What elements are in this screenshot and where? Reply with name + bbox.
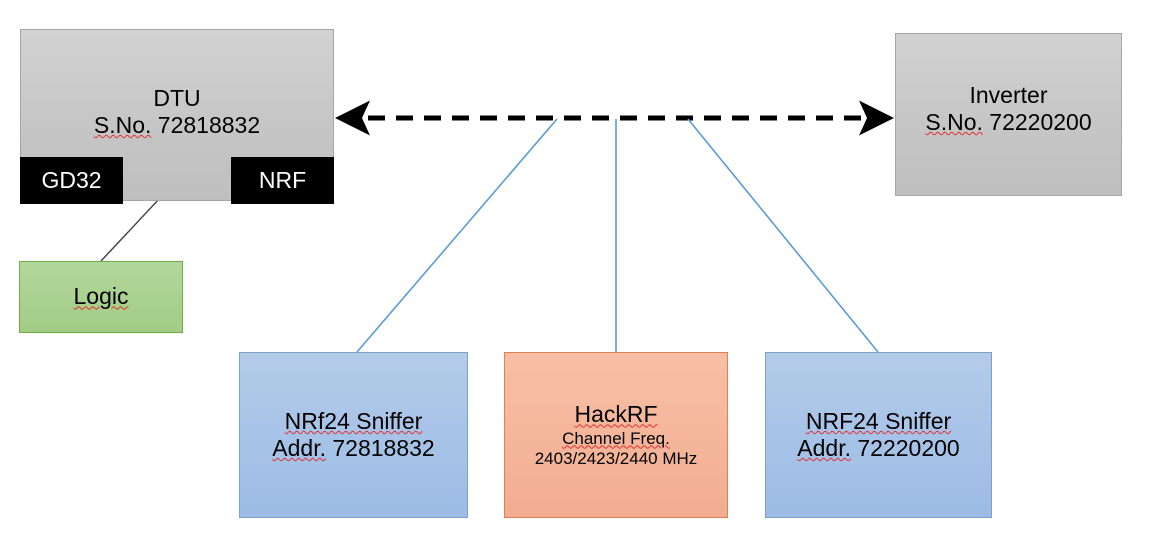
gd32-node[interactable]: GD32 — [20, 157, 123, 204]
hackrf-title-text: HackRF — [574, 401, 658, 428]
logic-node[interactable]: Logic — [19, 261, 183, 333]
inverter-node[interactable]: Inverter S.No. 72220200 — [895, 33, 1122, 196]
hackrf-title: HackRF — [574, 401, 657, 428]
sniffer-right-addr-value: 72220200 — [857, 435, 960, 461]
sniffer-right-addr: Addr. 72220200 — [797, 435, 959, 462]
logic-label: Logic — [74, 283, 129, 310]
hackrf-frequencies: 2403/2423/2440 MHz — [534, 448, 698, 468]
sniffer-left-addr-label: Addr. — [272, 435, 326, 461]
sniffer-left-addr-value: 72818832 — [332, 435, 435, 461]
inverter-serial-label: S.No. — [925, 109, 983, 136]
dtu-serial: S.No. 72818832 — [94, 112, 260, 139]
sniffer-right-title-text: NRF24 Sniffer — [805, 407, 952, 434]
inverter-title: Inverter — [969, 82, 1048, 108]
logic-label-text: Logic — [73, 283, 129, 310]
sniffer-left-node[interactable]: NRf24 Sniffer Addr. 72818832 — [239, 352, 468, 518]
sniffer-left-title-text: NRf24 Sniffer — [284, 407, 423, 434]
nrf-label: NRF — [258, 166, 307, 193]
dtu-title: DTU — [153, 85, 201, 111]
hackrf-sub-label: Channel Freq. — [562, 429, 670, 449]
sniffer-left-title: NRf24 Sniffer — [285, 408, 423, 435]
hackrf-sub-label-text: Channel Freq. — [562, 428, 670, 448]
nrf-node[interactable]: NRF — [231, 157, 334, 204]
gd32-label: GD32 — [41, 166, 102, 193]
sniffer-right-addr-label: Addr. — [797, 435, 851, 461]
sniffer-right-title: NRF24 Sniffer — [806, 408, 951, 435]
sniffer-right-node[interactable]: NRF24 Sniffer Addr. 72220200 — [765, 352, 992, 518]
sniffer-left-addr: Addr. 72818832 — [272, 435, 434, 462]
inverter-serial: S.No. 72220200 — [925, 109, 1091, 136]
dtu-serial-label: S.No. — [93, 112, 152, 139]
sniffer-right-tap-line — [687, 118, 879, 353]
sniffer-left-tap-line — [356, 118, 558, 353]
hackrf-node[interactable]: HackRF Channel Freq. 2403/2423/2440 MHz — [504, 352, 728, 518]
inverter-serial-number: 72220200 — [989, 109, 1092, 136]
dtu-serial-number: 72818832 — [157, 112, 261, 139]
